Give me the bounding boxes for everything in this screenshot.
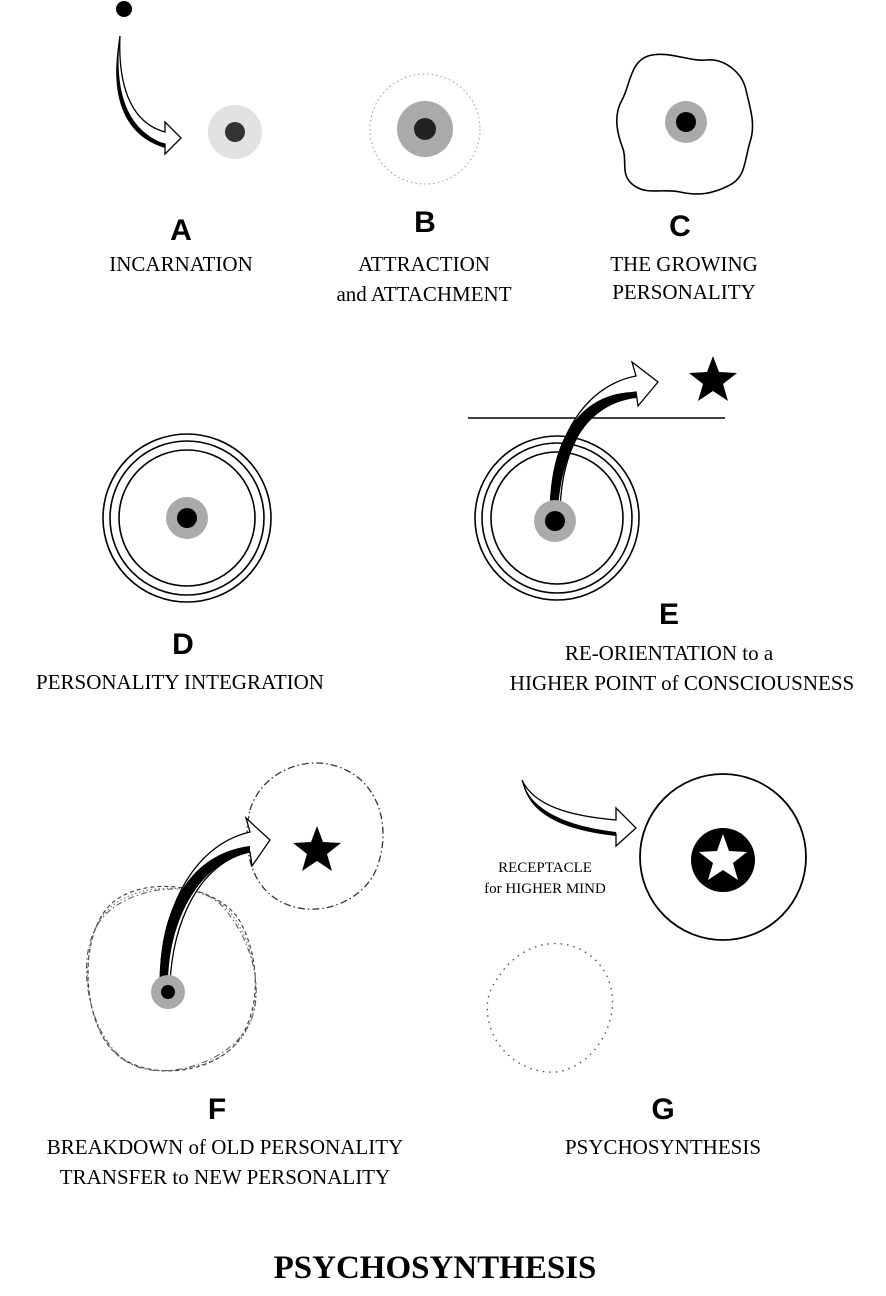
panel-e-caption-line1: RE-ORIENTATION to a: [565, 641, 774, 665]
panel-c-letter: C: [669, 210, 691, 243]
panel-f-caption-line2: TRANSFER to NEW PERSONALITY: [60, 1165, 390, 1189]
middle-ring: [109, 440, 265, 596]
inner-ring: [490, 451, 624, 585]
panel-f-letter: F: [208, 1093, 226, 1126]
panel-c-figure: [615, 53, 754, 195]
inner-ring: [118, 449, 256, 587]
higher-self-star: [689, 356, 737, 401]
panel-g-letter: G: [651, 1093, 674, 1126]
outer-ring: [474, 435, 640, 601]
core-dot: [161, 985, 175, 999]
panel-b-caption-line2: and ATTACHMENT: [336, 282, 511, 306]
panel-c-caption-line2: PERSONALITY: [612, 280, 756, 304]
dotted-field-circle: [369, 73, 481, 185]
core-dot: [225, 122, 245, 142]
higher-self-star: [293, 826, 341, 871]
incarnation-arrow-shade: [116, 36, 165, 148]
panel-a-figure: [116, 1, 262, 159]
receptacle-label-line1: RECEPTACLE: [498, 860, 592, 876]
panel-b-figure: [369, 73, 481, 185]
receptacle-arrow-shade: [522, 780, 616, 836]
transfer-arrow-shade: [159, 846, 250, 985]
panel-e-letter: E: [659, 598, 679, 631]
core-dot: [545, 511, 565, 531]
receptacle-arrow: [521, 779, 637, 848]
panel-d-figure: [102, 433, 272, 603]
ascending-arrow-shade: [550, 392, 636, 510]
white-star-icon: [699, 834, 747, 880]
panel-b-letter: B: [414, 206, 436, 239]
core-dot: [676, 112, 696, 132]
dissolving-dotted-outline: [486, 942, 614, 1073]
descending-soul-dot: [116, 1, 132, 17]
panel-d-letter: D: [172, 628, 194, 661]
outer-ring: [102, 433, 272, 603]
panel-c-caption-line1: THE GROWING: [610, 252, 758, 276]
panel-a-caption: INCARNATION: [109, 252, 253, 276]
panel-e-figure: [468, 356, 737, 601]
middle-ring: [481, 442, 633, 594]
panel-a-letter: A: [170, 214, 192, 247]
panel-f-caption-line1: BREAKDOWN of OLD PERSONALITY: [47, 1135, 403, 1159]
core-dot: [414, 118, 436, 140]
panel-b-caption-line1: ATTRACTION: [358, 252, 490, 276]
page-title: PSYCHOSYNTHESIS: [274, 1250, 597, 1286]
panel-g-figure: RECEPTACLE for HIGHER MIND: [484, 773, 807, 1073]
new-personality-dashdot-circle: [246, 762, 384, 910]
panel-g-caption: PSYCHOSYNTHESIS: [565, 1135, 761, 1159]
receptacle-label-line2: for HIGHER MIND: [484, 881, 606, 897]
panel-d-caption: PERSONALITY INTEGRATION: [36, 670, 324, 694]
panel-f-figure: [86, 762, 384, 1072]
core-dot: [177, 508, 197, 528]
panel-e-caption-line2: HIGHER POINT of CONSCIOUSNESS: [510, 671, 854, 695]
